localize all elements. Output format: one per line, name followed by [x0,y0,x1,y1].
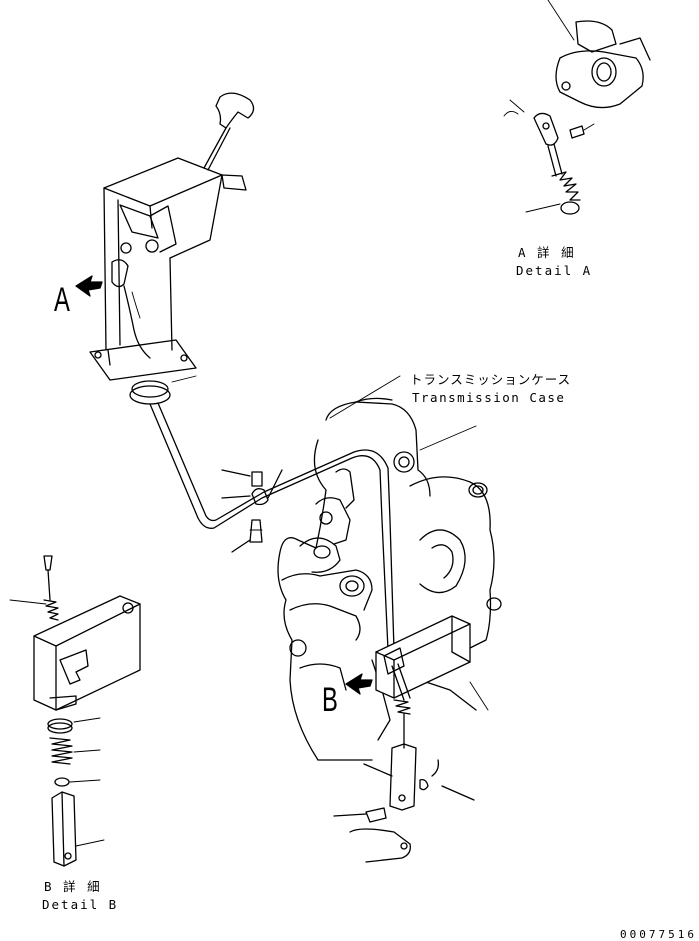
callout-a: A [54,281,70,319]
transmission-case-label-en: Transmission Case [412,390,566,405]
drawing-number: 00077516 [620,928,697,941]
detail-a-label-jp: A 詳 細 [518,245,576,260]
transmission-case-label-jp: トランスミッションケース [410,372,572,387]
clamp-bolt [249,519,263,543]
lever-knob [215,92,255,129]
detail-a-label-en: Detail A [516,263,593,278]
callout-b: B [322,681,338,719]
cable-bracket [333,615,475,863]
detail-a-drawing [503,0,651,215]
clevis-pin [365,807,387,823]
control-lever-assembly [75,92,255,405]
transmission-case [277,397,502,761]
lever-cable [123,285,151,359]
detail-b-label-jp: B 詳 細 [44,879,102,894]
detail-b-label-en: Detail B [42,897,119,912]
clamp-spacer [251,471,263,487]
detail-b-drawing [9,555,141,867]
control-cable [149,402,395,651]
